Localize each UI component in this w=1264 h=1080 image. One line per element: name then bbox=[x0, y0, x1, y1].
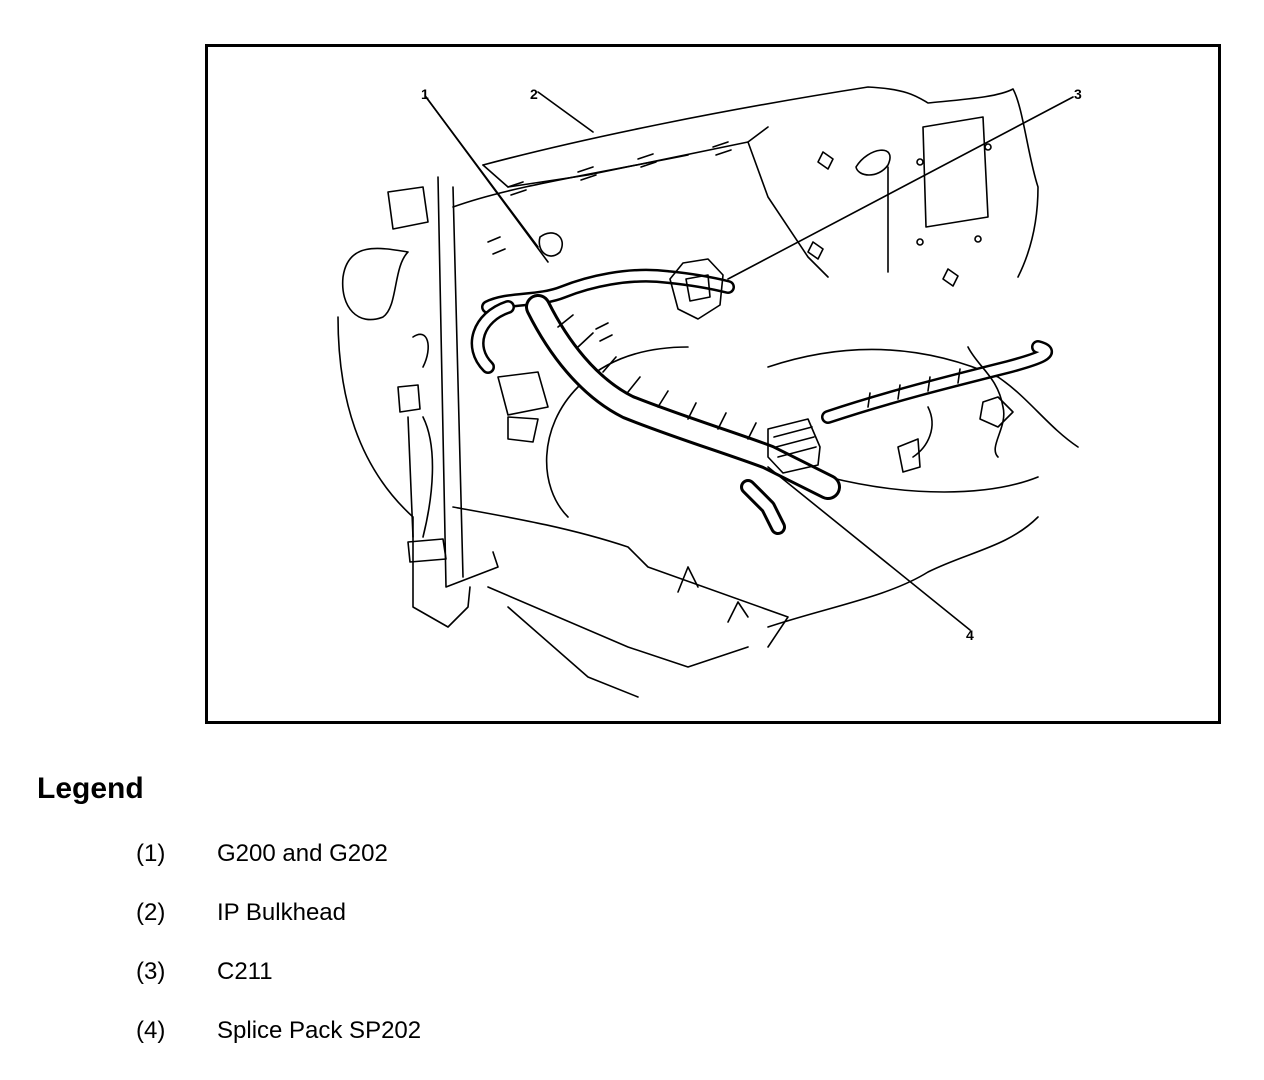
callout-4: 4 bbox=[966, 627, 974, 643]
legend-item-text: Splice Pack SP202 bbox=[217, 1017, 422, 1044]
legend-item: (4) Splice Pack SP202 bbox=[136, 1017, 421, 1076]
legend-title: Legend bbox=[37, 772, 144, 805]
legend-item-number: (1) bbox=[136, 840, 166, 867]
legend-item-text: C211 bbox=[217, 958, 273, 985]
legend-item: (2) IP Bulkhead bbox=[136, 899, 421, 958]
legend-item-number: (3) bbox=[136, 958, 166, 985]
legend-item-number: (4) bbox=[136, 1017, 166, 1044]
legend-item-number: (2) bbox=[136, 899, 166, 926]
legend-item: (1) G200 and G202 bbox=[136, 840, 421, 899]
legend-list: (1) G200 and G202 (2) IP Bulkhead (3) C2… bbox=[136, 840, 421, 1076]
callout-3: 3 bbox=[1074, 86, 1082, 102]
legend-item-text: G200 and G202 bbox=[217, 840, 388, 867]
wiring-harness-illustration: 1 2 3 4 bbox=[337, 86, 1082, 698]
legend-item-text: IP Bulkhead bbox=[217, 899, 346, 926]
diagram-frame: 1 2 3 4 bbox=[205, 44, 1221, 724]
callout-1: 1 bbox=[421, 86, 429, 102]
legend-item: (3) C211 bbox=[136, 958, 421, 1017]
callout-2: 2 bbox=[530, 86, 538, 102]
